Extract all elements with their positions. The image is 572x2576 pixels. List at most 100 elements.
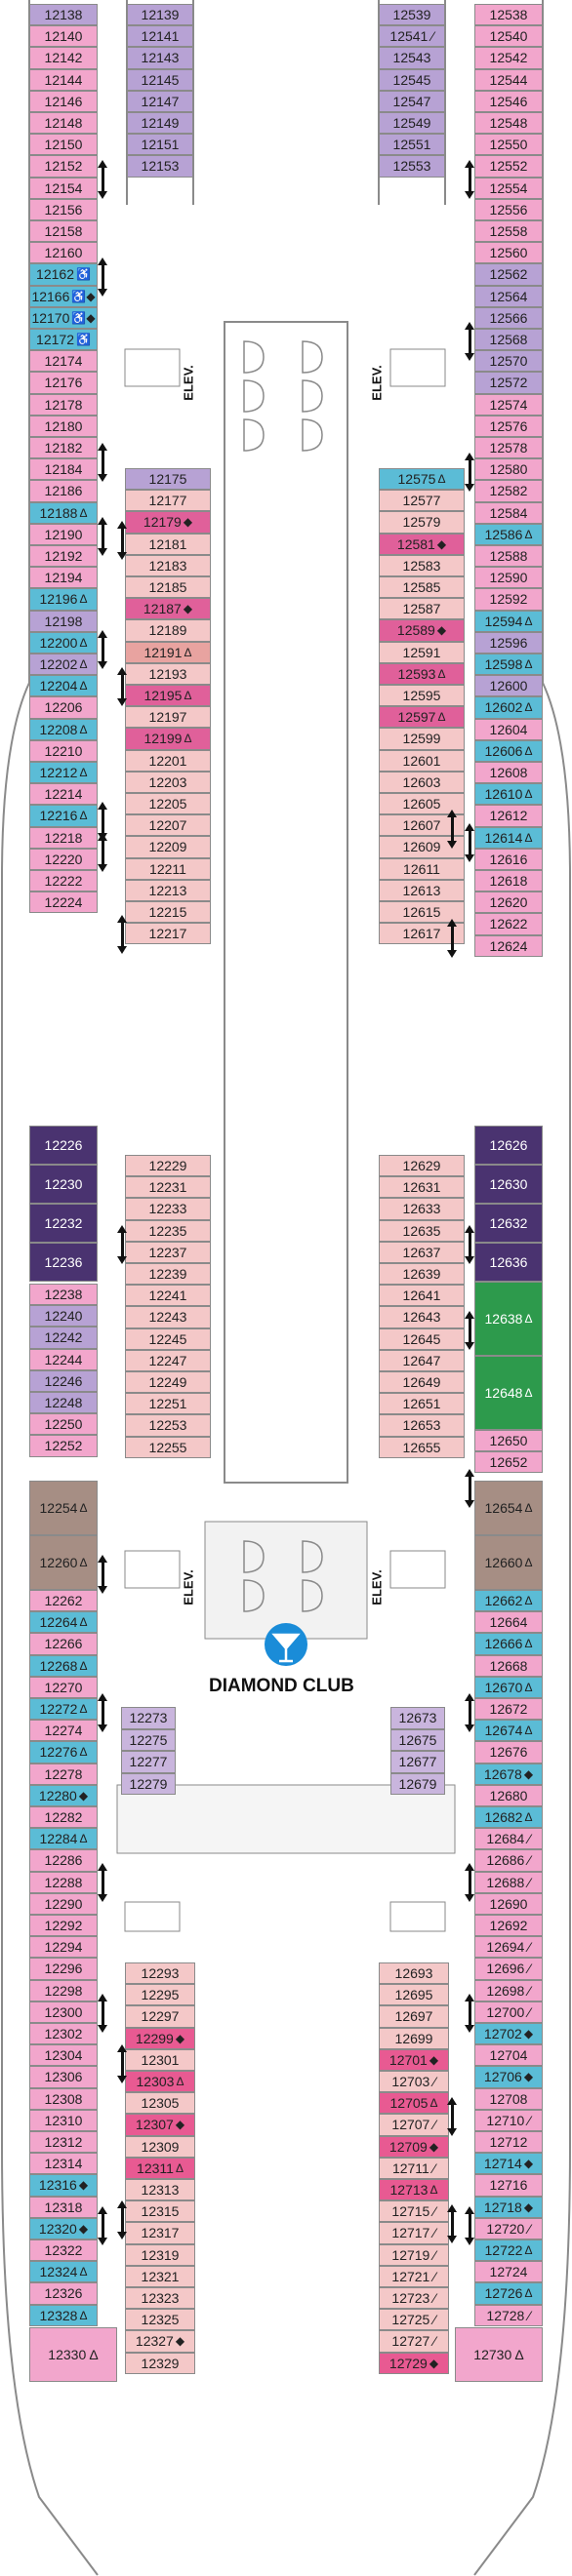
cabin-12684[interactable]: 12684 ⁄ <box>474 1828 543 1850</box>
cabin-12301[interactable]: 12301 <box>125 2048 195 2071</box>
cabin-12653[interactable]: 12653 <box>379 1414 465 1437</box>
cabin-12150[interactable]: 12150 <box>29 134 98 156</box>
cabin-12693[interactable]: 12693 <box>379 1962 449 1985</box>
cabin-12709[interactable]: 12709◆ <box>379 2135 449 2158</box>
cabin-12624[interactable]: 12624 <box>474 934 543 957</box>
cabin-12615[interactable]: 12615 <box>379 901 465 924</box>
cabin-12618[interactable]: 12618 <box>474 870 543 892</box>
cabin-12675[interactable]: 12675 <box>390 1728 445 1751</box>
cabin-12556[interactable]: 12556 <box>474 198 543 220</box>
cabin-12622[interactable]: 12622 <box>474 913 543 935</box>
cabin-12280[interactable]: 12280◆ <box>29 1784 98 1806</box>
cabin-12716[interactable]: 12716 <box>474 2174 543 2197</box>
cabin-12177[interactable]: 12177 <box>125 490 211 512</box>
cabin-12595[interactable]: 12595 <box>379 685 465 707</box>
cabin-12198[interactable]: 12198 <box>29 610 98 632</box>
cabin-12237[interactable]: 12237 <box>125 1241 211 1263</box>
cabin-12631[interactable]: 12631 <box>379 1176 465 1199</box>
cabin-12579[interactable]: 12579 <box>379 511 465 534</box>
cabin-12584[interactable]: 12584 <box>474 501 543 524</box>
cabin-12551[interactable]: 12551 <box>379 134 445 156</box>
cabin-12543[interactable]: 12543 <box>379 47 445 69</box>
cabin-12224[interactable]: 12224 <box>29 892 98 914</box>
cabin-12255[interactable]: 12255 <box>125 1436 211 1458</box>
cabin-12298[interactable]: 12298 <box>29 1979 98 2001</box>
cabin-12676[interactable]: 12676 <box>474 1741 543 1764</box>
cabin-12585[interactable]: 12585 <box>379 576 465 599</box>
cabin-12182[interactable]: 12182 <box>29 437 98 459</box>
cabin-12550[interactable]: 12550 <box>474 134 543 156</box>
cabin-12698[interactable]: 12698 ⁄ <box>474 1979 543 2001</box>
cabin-12608[interactable]: 12608 <box>474 762 543 784</box>
cabin-12548[interactable]: 12548 <box>474 112 543 135</box>
cabin-12239[interactable]: 12239 <box>125 1263 211 1286</box>
cabin-12564[interactable]: 12564 <box>474 285 543 307</box>
cabin-12680[interactable]: 12680 <box>474 1784 543 1806</box>
cabin-12222[interactable]: 12222 <box>29 870 98 892</box>
cabin-12293[interactable]: 12293 <box>125 1962 195 1985</box>
cabin-12712[interactable]: 12712 <box>474 2131 543 2154</box>
cabin-12172[interactable]: 12172♿ <box>29 329 98 351</box>
cabin-12209[interactable]: 12209 <box>125 836 211 858</box>
cabin-12710[interactable]: 12710 ⁄ <box>474 2109 543 2131</box>
cabin-12552[interactable]: 12552 <box>474 155 543 178</box>
cabin-12714[interactable]: 12714◆ <box>474 2153 543 2175</box>
cabin-12706[interactable]: 12706◆ <box>474 2066 543 2088</box>
cabin-12639[interactable]: 12639 <box>379 1263 465 1286</box>
cabin-12152[interactable]: 12152 <box>29 155 98 178</box>
cabin-12299[interactable]: 12299◆ <box>125 2027 195 2049</box>
cabin-12578[interactable]: 12578 <box>474 437 543 459</box>
cabin-12320[interactable]: 12320◆ <box>29 2217 98 2239</box>
cabin-12194[interactable]: 12194 <box>29 567 98 589</box>
cabin-12322[interactable]: 12322 <box>29 2239 98 2262</box>
cabin-12292[interactable]: 12292 <box>29 1915 98 1937</box>
cabin-12321[interactable]: 12321 <box>125 2265 195 2287</box>
cabin-12724[interactable]: 12724 <box>474 2261 543 2283</box>
cabin-12197[interactable]: 12197 <box>125 706 211 729</box>
cabin-12562[interactable]: 12562 <box>474 263 543 286</box>
cabin-12678[interactable]: 12678◆ <box>474 1763 543 1785</box>
cabin-12138[interactable]: 12138 <box>29 4 98 26</box>
cabin-12190[interactable]: 12190 <box>29 523 98 545</box>
cabin-12210[interactable]: 12210 <box>29 739 98 762</box>
cabin-12596[interactable]: 12596 <box>474 631 543 654</box>
cabin-12549[interactable]: 12549 <box>379 112 445 135</box>
cabin-12686[interactable]: 12686 ⁄ <box>474 1849 543 1872</box>
cabin-12703[interactable]: 12703 ⁄ <box>379 2071 449 2093</box>
cabin-12160[interactable]: 12160 <box>29 242 98 264</box>
cabin-12647[interactable]: 12647 <box>379 1349 465 1371</box>
cabin-12189[interactable]: 12189 <box>125 619 211 642</box>
cabin-12249[interactable]: 12249 <box>125 1371 211 1394</box>
cabin-12538[interactable]: 12538 <box>474 4 543 26</box>
cabin-12174[interactable]: 12174 <box>29 350 98 373</box>
cabin-12253[interactable]: 12253 <box>125 1414 211 1437</box>
cabin-12587[interactable]: 12587 <box>379 598 465 620</box>
cabin-12558[interactable]: 12558 <box>474 220 543 243</box>
cabin-12728[interactable]: 12728 ⁄ <box>474 2304 543 2326</box>
cabin-12302[interactable]: 12302 <box>29 2023 98 2045</box>
cabin-12233[interactable]: 12233 <box>125 1198 211 1220</box>
cabin-12599[interactable]: 12599 <box>379 728 465 750</box>
cabin-12574[interactable]: 12574 <box>474 393 543 416</box>
cabin-12305[interactable]: 12305 <box>125 2092 195 2115</box>
cabin-12330[interactable]: 12330 Δ <box>29 2327 117 2382</box>
cabin-12201[interactable]: 12201 <box>125 749 211 772</box>
cabin-12148[interactable]: 12148 <box>29 112 98 135</box>
cabin-12211[interactable]: 12211 <box>125 857 211 880</box>
cabin-12318[interactable]: 12318 <box>29 2196 98 2218</box>
